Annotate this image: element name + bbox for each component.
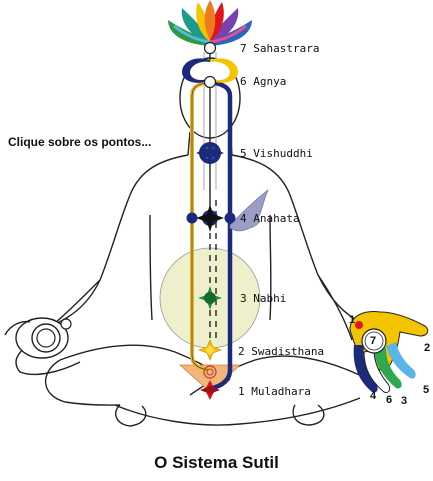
hand-number-1: 1 <box>349 314 356 326</box>
vishuddhi-point[interactable] <box>196 139 224 167</box>
hand-number-7: 7 <box>370 335 377 347</box>
hand-number-6: 6 <box>386 394 393 406</box>
palm-center-7[interactable] <box>361 328 387 354</box>
muladhara-point[interactable] <box>200 365 220 400</box>
diagram-title: O Sistema Sutil <box>154 453 279 472</box>
finger-center-5[interactable] <box>386 342 416 379</box>
sahastrara-lotus <box>168 0 252 46</box>
muladhara-label[interactable]: 1 Muladhara <box>238 385 311 398</box>
chakra-points <box>186 41 236 400</box>
right-hand-chart <box>349 311 429 393</box>
hand-number-4: 4 <box>370 390 377 402</box>
anahata-wing <box>229 189 269 232</box>
hand-number-3: 3 <box>401 395 408 407</box>
nabhi-label[interactable]: 3 Nabhi <box>240 292 287 305</box>
agnya-lobes <box>182 58 238 83</box>
sahastrara-point[interactable] <box>203 41 217 55</box>
sahastrara-label[interactable]: 7 Sahastrara <box>240 42 320 55</box>
vishuddhi-label[interactable]: 5 Vishuddhi <box>240 147 313 160</box>
anahata-point[interactable] <box>186 204 236 232</box>
anahata-label[interactable]: 4 Anahata <box>240 212 300 225</box>
agnya-point[interactable] <box>203 75 217 89</box>
finger-center-6[interactable] <box>363 349 391 393</box>
swadisthana-point[interactable] <box>198 339 222 361</box>
left-hand-palm <box>4 317 72 359</box>
finger-center-1[interactable] <box>355 321 363 329</box>
agnya-label[interactable]: 6 Agnya <box>240 75 287 88</box>
swadisthana-label[interactable]: 2 Swadisthana <box>238 345 325 358</box>
finger-center-4[interactable] <box>353 345 378 393</box>
hand-number-5: 5 <box>423 384 430 396</box>
instruction-text: Clique sobre os pontos... <box>8 135 152 149</box>
finger-center-3[interactable] <box>374 348 402 389</box>
hand-number-2: 2 <box>424 342 431 354</box>
nabhi-point[interactable] <box>198 286 222 310</box>
